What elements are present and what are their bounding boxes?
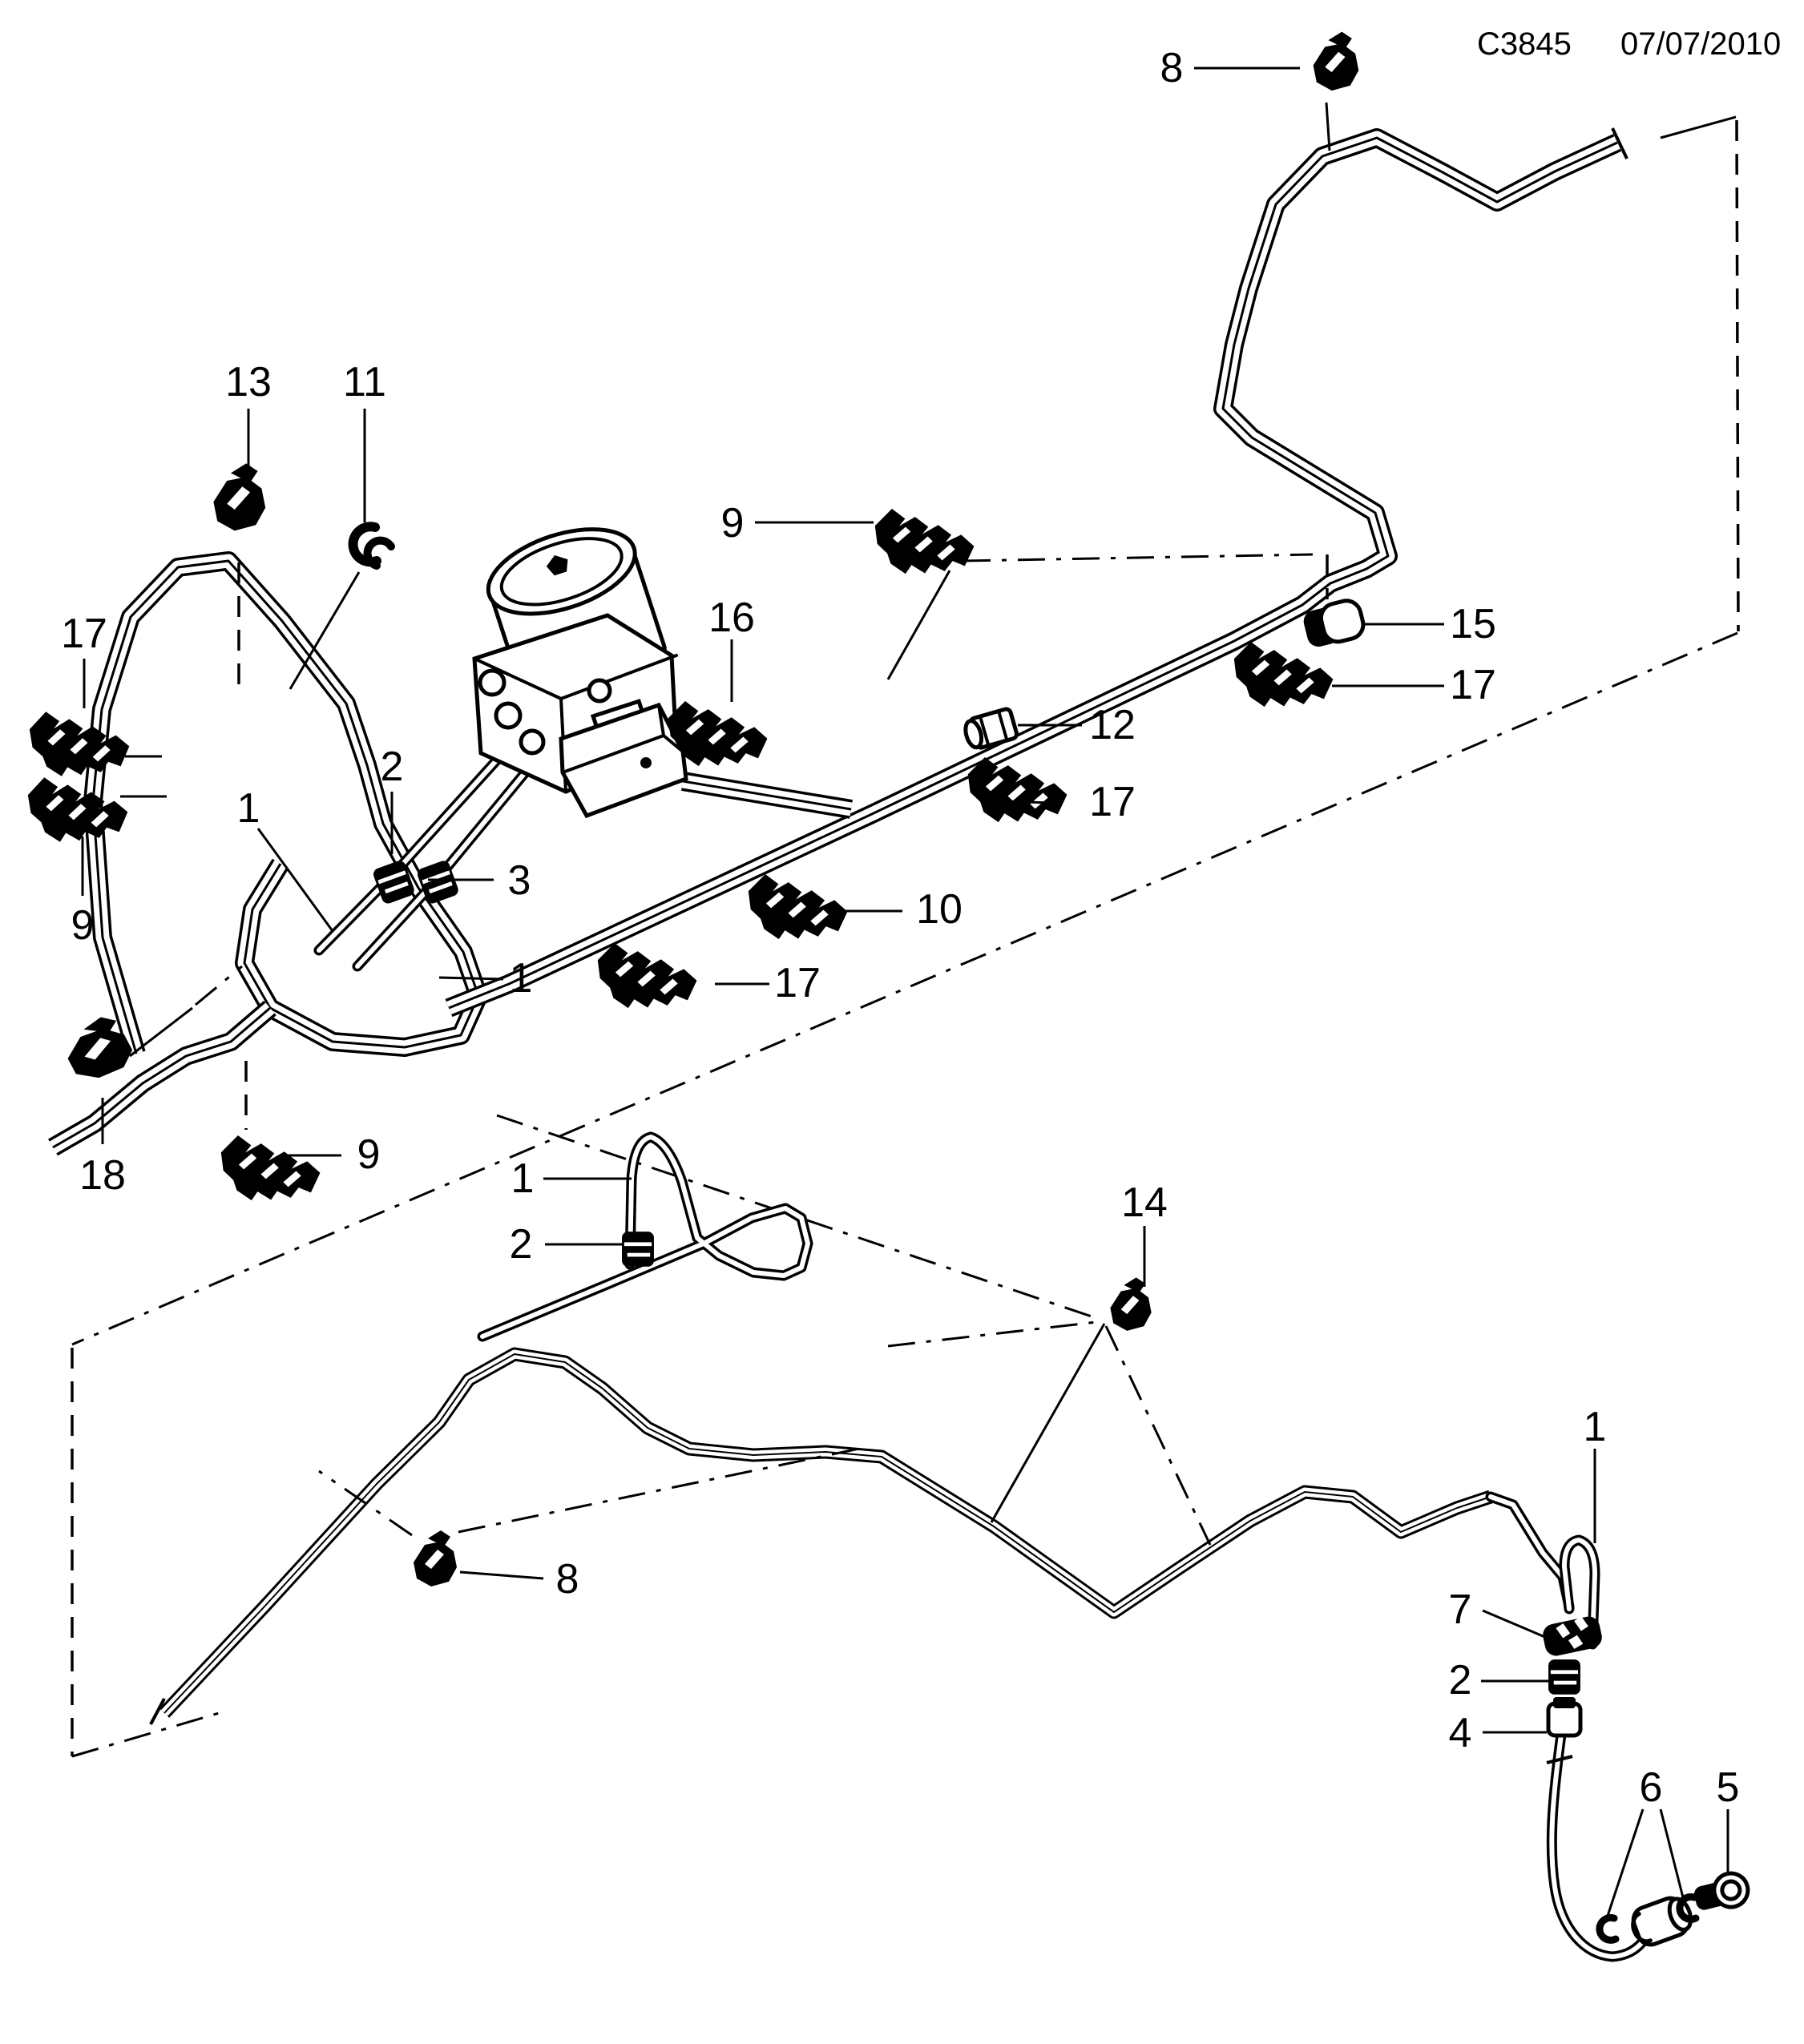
clip-9-bot — [215, 1133, 324, 1210]
callout-16: 16 — [708, 595, 755, 641]
callout-10: 10 — [916, 886, 963, 933]
washer-6-a — [1596, 1913, 1620, 1944]
callout-labels: 8 13 11 17 9 1 2 3 1 9 16 15 17 12 17 10… — [61, 45, 1739, 1811]
doc-date: 07/07/2010 — [1620, 26, 1781, 62]
callout-5: 5 — [1717, 1764, 1740, 1811]
callout-1-c: 1 — [511, 1155, 535, 1202]
fitting-4 — [1546, 1697, 1583, 1738]
callout-14: 14 — [1121, 1179, 1168, 1226]
callout-1-d: 1 — [1584, 1404, 1607, 1450]
callout-17-low: 17 — [774, 960, 821, 1006]
clamp-7 — [1543, 1616, 1602, 1656]
leader-lines — [81, 67, 1729, 1919]
callout-8-top: 8 — [1160, 45, 1184, 91]
callout-8-bot: 8 — [556, 1556, 579, 1603]
callout-3: 3 — [508, 857, 531, 904]
callout-4: 4 — [1449, 1710, 1472, 1756]
clip-11 — [348, 522, 395, 570]
callout-15: 15 — [1450, 601, 1496, 647]
clip-9-left — [23, 776, 131, 849]
callout-11: 11 — [343, 359, 386, 405]
grommet-15 — [1303, 599, 1366, 647]
union-2-c — [1548, 1659, 1580, 1695]
doc-code: C3845 — [1477, 26, 1572, 62]
callout-17-mid: 17 — [1089, 779, 1136, 825]
callout-13: 13 — [225, 359, 272, 405]
banjo-fitting — [1631, 1896, 1693, 1947]
clip-17-low — [591, 941, 700, 1018]
clip-17-left — [25, 710, 132, 784]
clip-9-mid — [869, 506, 978, 583]
callout-9-bot: 9 — [357, 1131, 381, 1178]
abs-hydraulic-unit — [472, 527, 688, 819]
callout-1-b: 1 — [510, 955, 533, 1002]
bolt-5 — [1693, 1871, 1750, 1910]
clip-10 — [742, 872, 851, 949]
callout-1-a: 1 — [237, 785, 260, 832]
callout-17-left: 17 — [61, 611, 107, 657]
clip-13 — [213, 463, 266, 531]
callout-2-b: 2 — [510, 1221, 533, 1268]
callout-2-a: 2 — [381, 744, 404, 790]
fasteners — [23, 31, 1750, 1947]
callout-7: 7 — [1449, 1586, 1472, 1633]
callout-12: 12 — [1089, 702, 1136, 748]
callout-9-left: 9 — [71, 902, 95, 949]
clip-17-mid — [962, 755, 1071, 832]
header: C3845 07/07/2010 — [1477, 26, 1781, 62]
callout-17-right: 17 — [1450, 662, 1496, 708]
washer-6-b — [1676, 1893, 1700, 1923]
callout-6: 6 — [1640, 1764, 1663, 1811]
callout-18: 18 — [79, 1152, 126, 1199]
union-2-b — [622, 1232, 654, 1267]
body-reference-lines — [71, 115, 1740, 1758]
spacer-12 — [963, 707, 1019, 750]
clip-8-bot — [414, 1530, 457, 1586]
rear-pipe-runs — [159, 1131, 1657, 1962]
clip-17-right — [1228, 639, 1337, 716]
callout-2-c: 2 — [1449, 1657, 1472, 1703]
clip-8-top — [1313, 31, 1359, 91]
callout-9-mid: 9 — [721, 500, 745, 546]
